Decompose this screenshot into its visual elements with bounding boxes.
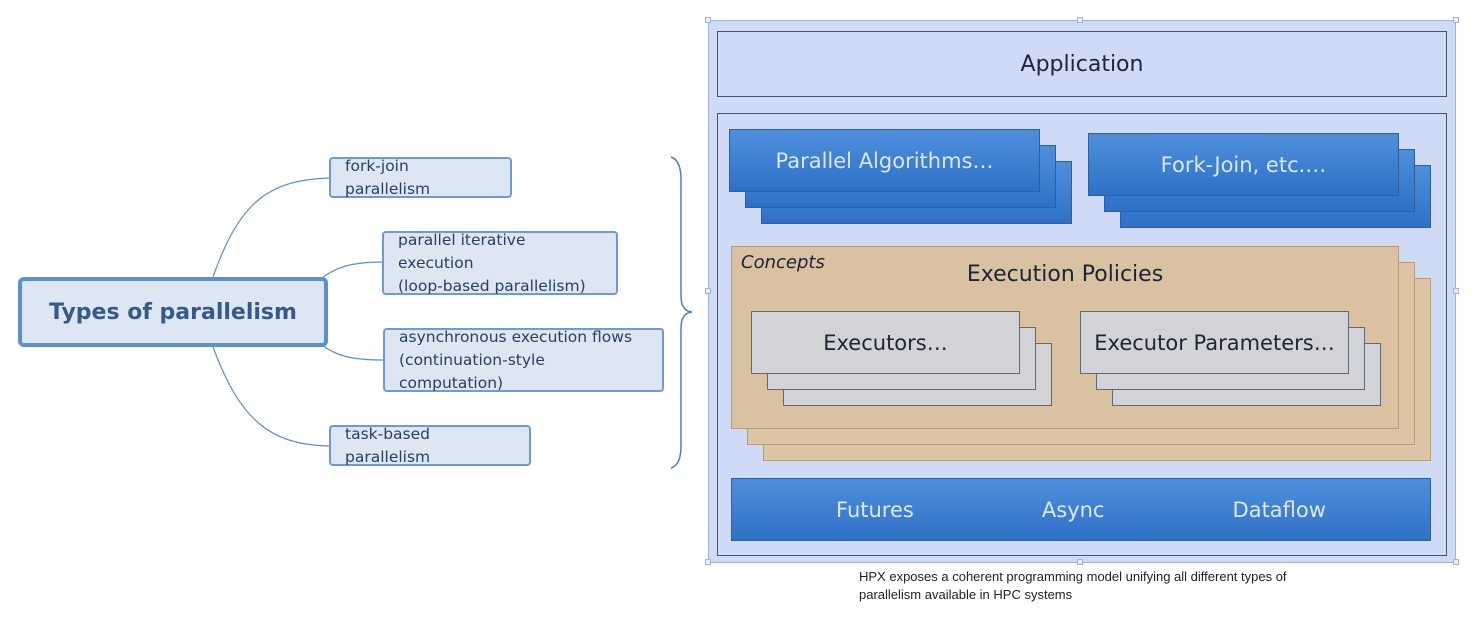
fork-join-label: Fork-Join, etc.… [1160, 152, 1327, 177]
application-label: Application [1020, 51, 1144, 77]
concepts-label: Concepts [741, 252, 825, 273]
resize-handle[interactable] [1453, 559, 1459, 565]
caption-line: parallelism available in HPC systems [859, 587, 1073, 602]
parallel-algorithms-label: Parallel Algorithms… [775, 148, 994, 173]
branch-label: parallel iterative execution [398, 230, 526, 272]
branch-label: fork-join parallelism [345, 156, 431, 198]
connector-task-based [212, 346, 331, 447]
executors-box: Executors… [751, 311, 1020, 374]
branch-asynchronous[interactable]: asynchronous execution flows (continuati… [383, 328, 664, 392]
async-label: Async [1041, 497, 1105, 522]
fork-join-box: Fork-Join, etc.… [1088, 133, 1399, 196]
execution-policies-label: Execution Policies [966, 262, 1164, 287]
root-node-label: Types of parallelism [49, 299, 297, 325]
branch-label: (loop-based parallelism) [398, 276, 586, 295]
resize-handle[interactable] [705, 17, 711, 23]
futures-label: Futures [836, 497, 914, 522]
resize-handle[interactable] [705, 559, 711, 565]
branch-parallel-iterative[interactable]: parallel iterative execution (loop-based… [382, 231, 618, 295]
connector-fork-join [212, 177, 331, 278]
executor-parameters-box: Executor Parameters… [1080, 311, 1349, 374]
branch-label: asynchronous execution flows [399, 327, 633, 346]
resize-handle[interactable] [1077, 559, 1083, 565]
root-node[interactable]: Types of parallelism [18, 277, 328, 347]
runtime-frame [717, 113, 1447, 556]
resize-handle[interactable] [1453, 288, 1459, 294]
executors-label: Executors… [823, 330, 948, 355]
branch-fork-join[interactable]: fork-join parallelism [329, 157, 512, 198]
connector-parallel-iterative [321, 261, 384, 279]
dataflow-label: Dataflow [1232, 497, 1326, 522]
resize-handle[interactable] [1453, 17, 1459, 23]
executor-parameters-label: Executor Parameters… [1094, 330, 1335, 355]
curly-brace [670, 156, 693, 469]
branch-label: task-based parallelism [345, 424, 431, 466]
futures-async-dataflow-bar: Futures Async Dataflow [731, 478, 1431, 541]
connector-asynchronous [321, 344, 384, 361]
resize-handle[interactable] [1077, 17, 1083, 23]
caption-line: HPX exposes a coherent programming model… [859, 569, 1287, 584]
resize-handle[interactable] [705, 288, 711, 294]
branch-label: (continuation-style computation) [399, 350, 545, 392]
branch-task-based[interactable]: task-based parallelism [329, 425, 531, 466]
parallel-algorithms-box: Parallel Algorithms… [729, 129, 1040, 192]
application-layer: Application [717, 31, 1447, 97]
image-caption: HPX exposes a coherent programming model… [859, 568, 1329, 604]
